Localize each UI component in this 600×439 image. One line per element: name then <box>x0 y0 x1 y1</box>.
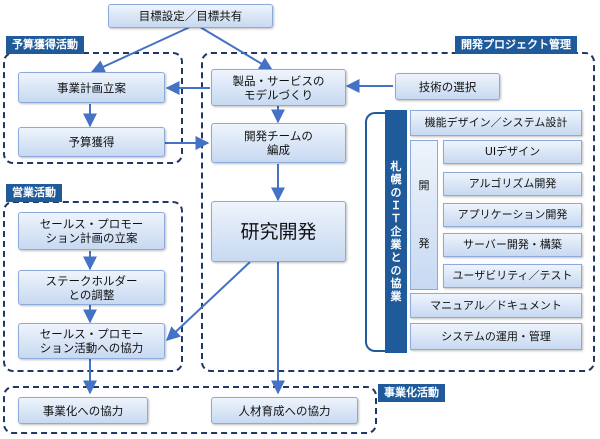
goal-node[interactable]: 目標設定／目標共有 <box>108 4 273 28</box>
kaihatsu-char-1: 開 <box>418 179 430 192</box>
collab-item-system-design[interactable]: 機能デザイン／システム設計 <box>410 110 582 136</box>
budget-node[interactable]: 予算獲得 <box>18 127 165 157</box>
collab-bracket <box>365 112 385 352</box>
collab-label-char: 企 <box>390 225 402 238</box>
commercial-coop-node[interactable]: 事業化への協力 <box>18 397 148 424</box>
model-node[interactable]: 製品・サービスの モデルづくり <box>211 69 346 106</box>
collab-label-char: 協 <box>390 277 402 290</box>
collab-item-ui-design[interactable]: UIデザイン <box>443 140 582 164</box>
arrow-goal-model <box>199 26 274 71</box>
collab-label-char: と <box>390 251 402 264</box>
collab-label-char: 業 <box>390 290 402 303</box>
arrow-goal-plan <box>90 26 191 74</box>
sp-plan-node[interactable]: セールス・プロモー ション計画の立案 <box>18 212 165 250</box>
collab-item-operation[interactable]: システムの運用・管理 <box>410 323 582 350</box>
collab-item-application[interactable]: アプリケーション開発 <box>443 203 582 227</box>
budget-region <box>3 52 183 164</box>
plan-node[interactable]: 事業計画立案 <box>18 72 165 103</box>
dev-region-label: 開発プロジェクト管理 <box>455 36 577 54</box>
commercial-region <box>3 386 377 434</box>
collab-label-char: 幌 <box>390 173 402 186</box>
collab-item-algorithm[interactable]: アルゴリズム開発 <box>443 172 582 196</box>
collab-label-char: の <box>390 186 402 199</box>
collab-item-usability[interactable]: ユーザビリティ／テスト <box>443 264 582 288</box>
sales-region <box>3 201 183 372</box>
hr-coop-node[interactable]: 人材育成への協力 <box>211 397 358 424</box>
kaihatsu-char-2: 発 <box>418 237 430 250</box>
arrow-rnd-spcoop <box>165 261 251 341</box>
sales-region-label: 営業活動 <box>6 184 62 202</box>
collab-label-char: Ｉ <box>390 199 402 212</box>
team-node[interactable]: 開発チームの 編成 <box>211 123 346 163</box>
collab-label-char: Ｔ <box>390 212 402 225</box>
collab-label-char: 札 <box>390 160 402 173</box>
kaihatsu-label: 開 発 <box>410 140 438 290</box>
budget-region-label: 予算獲得活動 <box>6 36 84 54</box>
collab-item-server[interactable]: サーバー開発・構築 <box>443 233 582 257</box>
collab-label-char: 業 <box>390 238 402 251</box>
sp-coop-node[interactable]: セールス・プロモー ション活動への協力 <box>18 323 165 359</box>
collab-label-char: の <box>390 264 402 277</box>
stakeholder-node[interactable]: ステークホルダー との調整 <box>18 270 165 305</box>
rnd-node[interactable]: 研究開発 <box>211 201 346 262</box>
tech-node[interactable]: 技術の選択 <box>395 73 500 100</box>
dev-region <box>201 52 595 372</box>
collab-item-manual[interactable]: マニュアル／ドキュメント <box>410 293 582 318</box>
commercial-region-label: 事業化活動 <box>378 384 445 402</box>
